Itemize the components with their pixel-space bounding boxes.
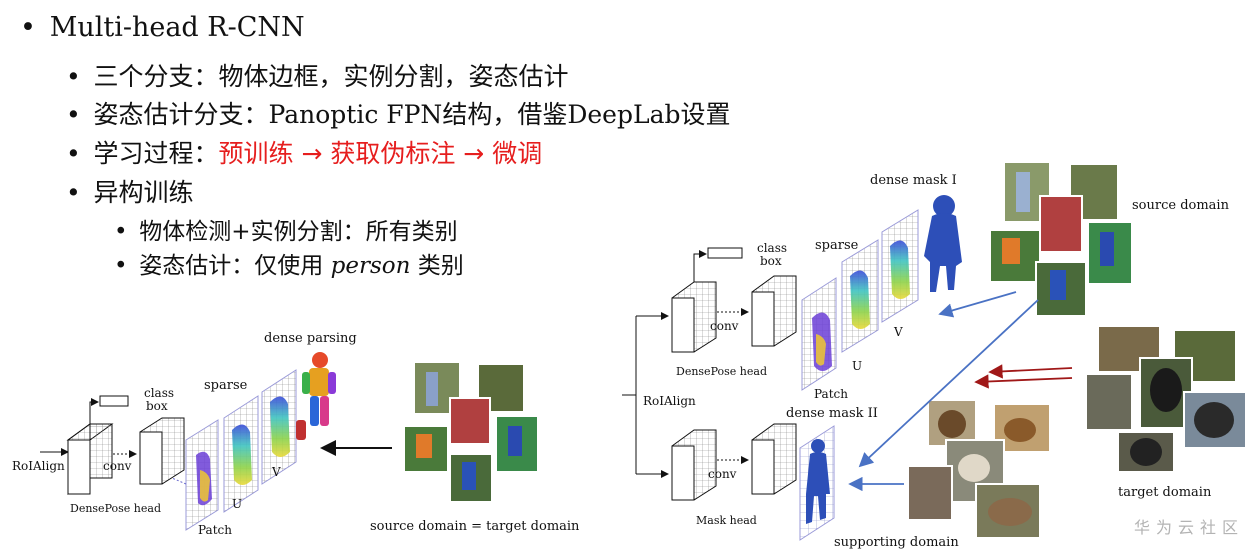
bullet-pose-branch: •姿态估计分支：Panoptic FPN结构，借鉴DeepLab设置 bbox=[66, 100, 731, 129]
right-conv-top-label: conv bbox=[710, 319, 739, 333]
dense-parsing-figure bbox=[296, 352, 336, 440]
right-roialign-label: RoIAlign bbox=[643, 394, 696, 408]
bullet-learning-steps: 预训练 → 获取伪标注 → 微调 bbox=[218, 139, 543, 168]
left-image-collage bbox=[403, 361, 539, 503]
right-conv-bottom-label: conv bbox=[708, 467, 737, 481]
left-v-plane bbox=[261, 369, 297, 485]
bullet-branches: •三个分支：物体边框，实例分割，姿态估计 bbox=[66, 62, 569, 91]
supporting-domain-label: supporting domain bbox=[834, 535, 959, 550]
left-diagram: RoIAlign conv class box DensePose head bbox=[12, 331, 580, 537]
left-v-label: V bbox=[271, 465, 281, 479]
right-bottom-conv-block bbox=[671, 429, 717, 501]
left-conv-label: conv bbox=[103, 459, 132, 473]
left-u-plane bbox=[223, 395, 259, 513]
sub-bullet-detection-text: 物体检测+实例分割：所有类别 bbox=[139, 219, 458, 245]
left-class-label: class bbox=[144, 386, 174, 400]
supporting-domain-collage bbox=[907, 399, 1051, 539]
dense-mask-2-label: dense mask II bbox=[786, 406, 878, 421]
dense-mask-1-figure bbox=[924, 195, 962, 292]
dense-mask-1-label: dense mask I bbox=[870, 173, 957, 188]
target-domain-label: target domain bbox=[1118, 485, 1212, 500]
bullet-learning: •学习过程：预训练 → 获取伪标注 → 微调 bbox=[66, 139, 543, 168]
right-class-label: class bbox=[757, 241, 787, 255]
source-domain-label: source domain bbox=[1132, 198, 1230, 213]
bullet-hetero-text: 异构训练 bbox=[93, 178, 194, 207]
right-patch-plane bbox=[801, 277, 837, 391]
bullet-pose-en2: DeepLab bbox=[567, 100, 681, 129]
left-sparse-label: sparse bbox=[204, 378, 248, 393]
left-roialign-label: RoIAlign bbox=[12, 459, 65, 473]
right-densepose-head-label: DensePose head bbox=[676, 365, 767, 378]
source-to-mask2-arrow bbox=[858, 299, 1039, 468]
slide-title-text: Multi-head R-CNN bbox=[49, 12, 305, 43]
right-u-plane bbox=[841, 239, 879, 353]
right-v-plane bbox=[881, 209, 919, 323]
left-conv-block bbox=[66, 423, 114, 495]
right-v-label: V bbox=[893, 325, 903, 339]
bullet-pose-prefix: 姿态估计分支： bbox=[93, 100, 269, 129]
bullet-hetero: •异构训练 bbox=[66, 178, 194, 207]
sub-bullet-pose-italic: person bbox=[330, 253, 411, 279]
left-u-label: U bbox=[232, 497, 242, 511]
bullet-learning-prefix: 学习过程： bbox=[93, 139, 219, 168]
target-arrow-2 bbox=[974, 374, 1073, 389]
sub-bullet-pose-suffix: 类别 bbox=[410, 253, 464, 279]
right-top-conv-block-2 bbox=[751, 275, 797, 347]
left-dense-parsing-label: dense parsing bbox=[264, 331, 357, 346]
right-top-conv-block bbox=[671, 281, 717, 353]
target-domain-collage bbox=[1085, 325, 1247, 473]
sub-bullet-pose-prefix: 姿态估计：仅使用 bbox=[139, 253, 331, 279]
watermark: 华为云社区 bbox=[1133, 518, 1244, 537]
source-to-mask-arrow bbox=[938, 291, 1017, 318]
left-head-label: DensePose head bbox=[70, 502, 161, 515]
mask-head-label: Mask head bbox=[696, 514, 757, 527]
right-sparse-label: sparse bbox=[815, 238, 859, 253]
right-u-label: U bbox=[852, 359, 862, 373]
bullet-pose-mid: 结构，借鉴 bbox=[442, 100, 568, 129]
left-patch-plane bbox=[185, 419, 219, 531]
bullet-pose-end: 设置 bbox=[680, 100, 731, 129]
left-box-label: box bbox=[146, 399, 168, 413]
right-box-label: box bbox=[760, 254, 782, 268]
sub-bullet-detection: •物体检测+实例分割：所有类别 bbox=[114, 219, 458, 245]
bullet-branches-text: 三个分支：物体边框，实例分割，姿态估计 bbox=[93, 62, 569, 91]
left-conv-block-2 bbox=[139, 417, 185, 485]
left-patch-label: Patch bbox=[198, 523, 232, 537]
source-domain-collage bbox=[989, 161, 1133, 317]
right-diagram: RoIAlign conv class box DensePose head bbox=[622, 161, 1247, 550]
slide-title: •Multi-head R-CNN bbox=[20, 12, 305, 43]
bullet-pose-en1: Panoptic FPN bbox=[268, 100, 443, 129]
target-arrow-1 bbox=[988, 364, 1073, 379]
left-caption: source domain = target domain bbox=[370, 519, 580, 534]
sub-bullet-pose: •姿态估计：仅使用 person 类别 bbox=[114, 253, 464, 279]
dense-mask-2-plane bbox=[799, 425, 835, 541]
right-patch-label: Patch bbox=[814, 387, 848, 401]
right-bottom-conv-block-2 bbox=[751, 423, 797, 495]
